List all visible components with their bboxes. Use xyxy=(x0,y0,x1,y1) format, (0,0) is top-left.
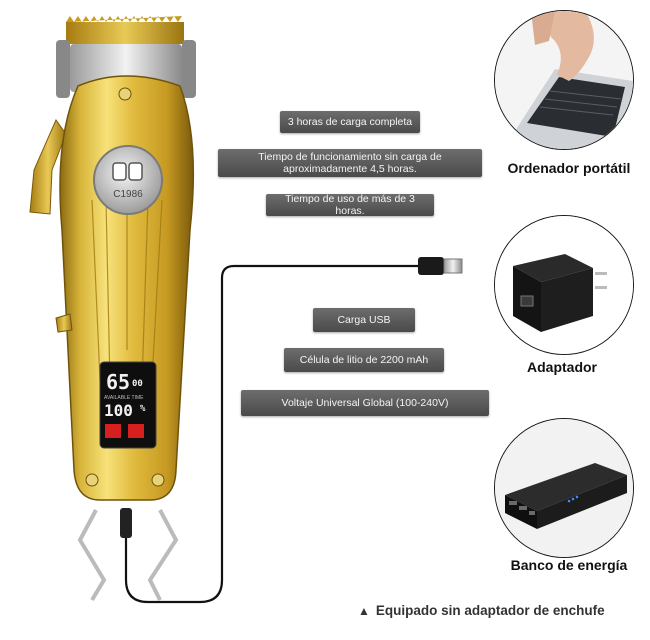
spec-runtime: Tiempo de funcionamiento sin carga de ap… xyxy=(218,149,482,177)
power-adapter-icon xyxy=(495,216,633,354)
footnote: ▲ Equipado sin adaptador de enchufe xyxy=(358,603,605,618)
body-screws xyxy=(85,87,165,487)
adapter-circle xyxy=(494,215,634,355)
spec-usage-time: Tiempo de uso de más de 3 horas. xyxy=(266,193,434,217)
power-bank-label: Banco de energía xyxy=(510,557,628,573)
spec-usb-charging: Carga USB xyxy=(313,308,415,332)
laptop-icon xyxy=(495,11,633,149)
laptop-label: Ordenador portátil xyxy=(507,160,631,176)
adapter-label: Adaptador xyxy=(527,359,597,375)
spec-voltage: Voltaje Universal Global (100-240V) xyxy=(241,390,489,416)
spec-battery-cell: Célula de litio de 2200 mAh xyxy=(284,348,444,372)
brand-badge xyxy=(93,145,163,215)
lcd-display xyxy=(99,361,157,449)
lcd-available-label: AVAILABLE TIME xyxy=(104,395,144,401)
spec-full-charge: 3 horas de carga completa xyxy=(280,111,420,133)
product-logo-text: C1986 xyxy=(113,189,143,200)
lcd-battery-percent: 100 xyxy=(104,401,133,420)
lcd-percent-sign: % xyxy=(140,404,146,414)
footnote-text: Equipado sin adaptador de enchufe xyxy=(375,603,605,618)
lcd-minutes-unit: 00 xyxy=(132,379,143,389)
power-bank-icon xyxy=(495,419,633,557)
clipper-stand xyxy=(77,509,179,602)
warning-triangle-icon: ▲ xyxy=(358,604,370,618)
lcd-minutes: 65 xyxy=(106,370,131,394)
usb-cable xyxy=(120,257,463,604)
laptop-circle xyxy=(494,10,634,150)
power-bank-circle xyxy=(494,418,634,558)
